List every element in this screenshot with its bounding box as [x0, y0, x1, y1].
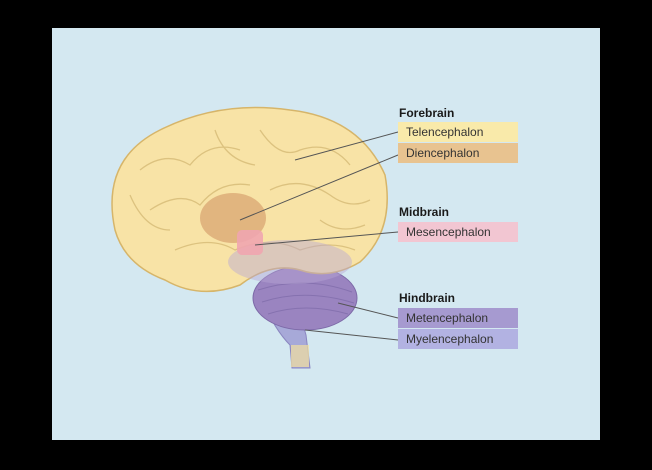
mesencephalon-region	[237, 230, 263, 255]
myelencephalon-label: Myelencephalon	[398, 329, 518, 349]
telencephalon-label: Telencephalon	[398, 122, 518, 142]
mesencephalon-label: Mesencephalon	[398, 222, 518, 242]
diencephalon-label: Diencephalon	[398, 143, 518, 163]
leader-lines	[239, 131, 399, 341]
hindbrain-heading: Hindbrain	[399, 291, 455, 305]
forebrain-heading: Forebrain	[399, 106, 455, 120]
metencephalon-label: Metencephalon	[398, 308, 518, 328]
spinal-cord	[291, 345, 309, 367]
midbrain-heading: Midbrain	[399, 205, 449, 219]
